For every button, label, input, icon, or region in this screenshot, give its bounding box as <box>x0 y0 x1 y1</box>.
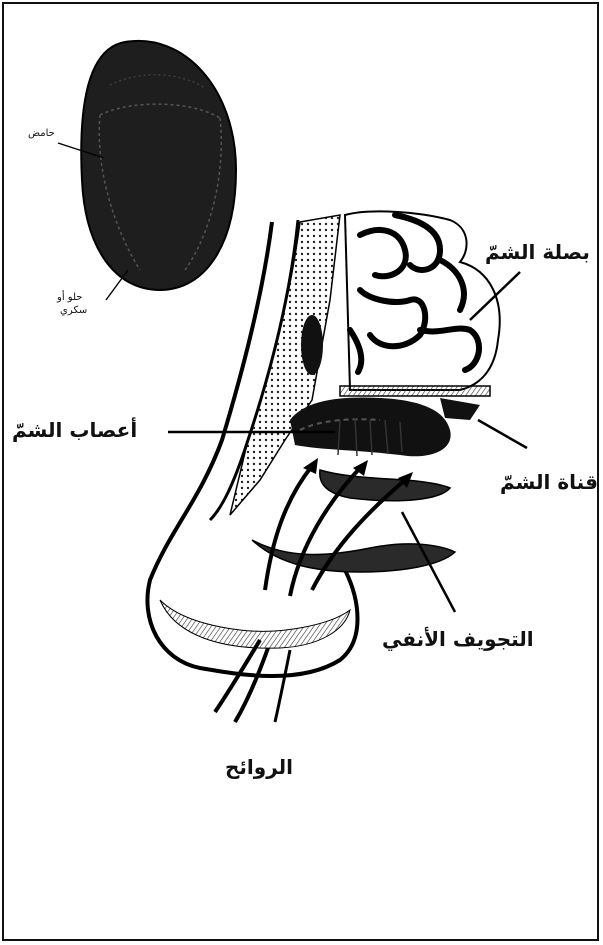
label-sour: حامض <box>28 128 55 139</box>
label-olfactory-nerves: أعصاب الشمّ <box>12 418 137 442</box>
label-nasal-cavity: التجويف الأنفي <box>382 627 534 651</box>
label-odors: الروائح <box>225 755 293 779</box>
label-sweet-line2: سكري <box>60 305 87 316</box>
leader-line-olfactory-tract <box>478 420 527 448</box>
tongue-illustration <box>58 41 236 300</box>
label-olfactory-bulb: بصلة الشمّ <box>485 240 590 264</box>
label-sweet-line1: حلو أو <box>57 292 82 303</box>
label-olfactory-tract: قناة الشمّ <box>500 470 598 494</box>
